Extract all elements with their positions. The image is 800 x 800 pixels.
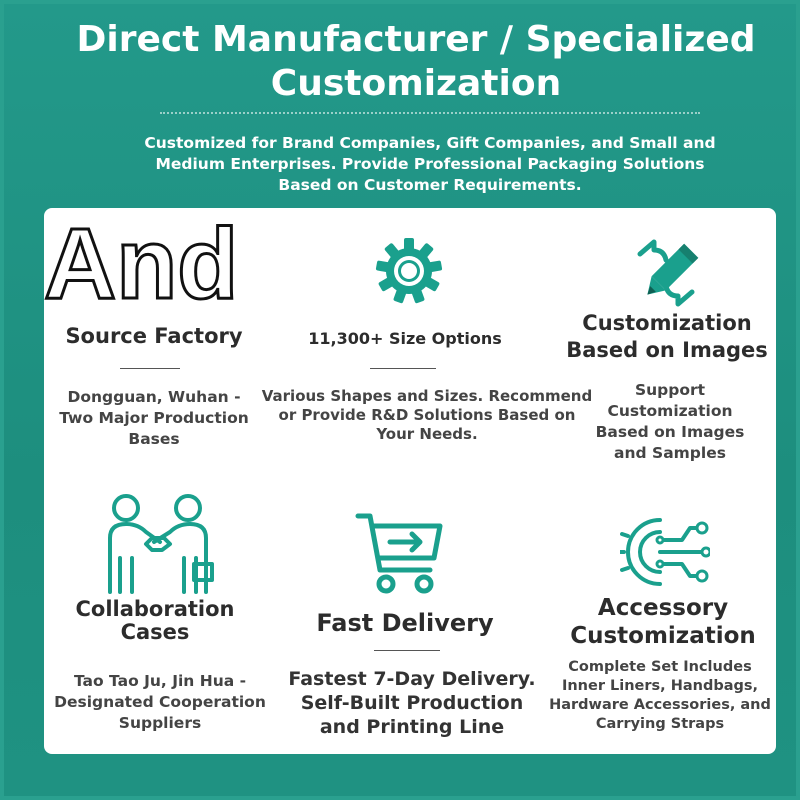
feature-desc-fast-delivery: Fastest 7-Day Delivery. Self-Built Produ… <box>288 668 536 738</box>
feature-title-accessory: Accessory Customization <box>570 595 756 649</box>
decorative-divider <box>160 112 700 128</box>
feature-title-size-options: 11,300+ Size Options <box>308 329 502 348</box>
feature-title-image-customization: Customization Based on Images <box>566 311 768 362</box>
feature-title-collaboration: Collaboration Cases <box>75 597 235 644</box>
gear-icon <box>374 236 444 306</box>
features-card: And Source Factory Dongguan, Wuhan - Two… <box>43 208 776 754</box>
headline: Direct Manufacturer / Specialized Custom… <box>76 19 756 104</box>
feature-desc-accessory: Complete Set Includes Inner Liners, Hand… <box>549 659 771 732</box>
handshake-icon <box>102 492 214 594</box>
circuit-gear-icon <box>616 512 712 592</box>
feature-divider <box>120 368 180 369</box>
overlay-word: And <box>43 208 240 320</box>
subheadline: Customized for Brand Companies, Gift Com… <box>144 134 716 194</box>
feature-divider <box>374 650 440 651</box>
feature-title-fast-delivery: Fast Delivery <box>316 609 494 637</box>
shopping-cart-icon <box>354 508 444 596</box>
feature-title-source-factory: Source Factory <box>65 324 243 348</box>
feature-desc-source-factory: Dongguan, Wuhan - Two Major Production B… <box>59 388 249 448</box>
feature-desc-size-options: Various Shapes and Sizes. Recommend or P… <box>261 387 593 443</box>
feature-desc-collaboration: Tao Tao Ju, Jin Hua - Designated Coopera… <box>54 672 266 732</box>
feature-desc-image-customization: Support Customization Based on Images an… <box>595 381 745 462</box>
feature-divider <box>370 368 436 369</box>
pencil-edit-icon <box>630 236 704 310</box>
